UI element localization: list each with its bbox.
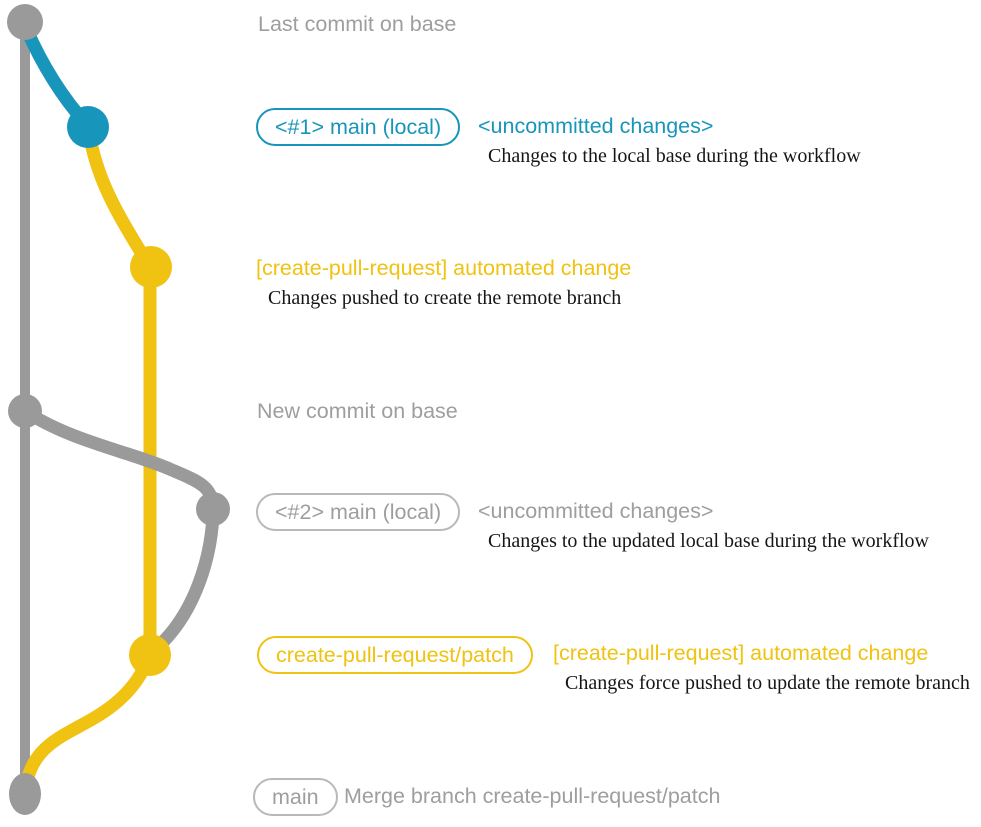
patch-branch-edge	[19, 120, 157, 795]
commit-node-uncommitted-2	[196, 492, 230, 526]
merge-commit-message: Merge branch create-pull-request/patch	[344, 784, 721, 808]
last-commit-title: Last commit on base	[258, 12, 457, 36]
commit-note-3: Changes to the updated local base during…	[488, 530, 929, 552]
branch-label-patch: create-pull-request/patch	[257, 636, 533, 674]
branch-label-main-local-2: <#2> main (local)	[256, 493, 461, 531]
automated-change-title-1: [create-pull-request] automated change	[256, 256, 632, 280]
branch-label-main-local-1: <#1> main (local)	[256, 108, 461, 146]
uncommitted-changes-label-2: <uncommitted changes>	[478, 499, 714, 523]
uncommitted-changes-label-1: <uncommitted changes>	[478, 114, 714, 138]
commit-node-automated-1	[130, 246, 172, 288]
commit-note-2: Changes pushed to create the remote bran…	[268, 287, 622, 309]
commit-note-4: Changes force pushed to update the remot…	[565, 672, 970, 694]
automated-change-title-2: [create-pull-request] automated change	[553, 641, 929, 665]
commit-node-automated-2	[129, 634, 171, 676]
new-commit-title: New commit on base	[257, 399, 458, 423]
commit-node-merge	[9, 773, 41, 815]
commit-note-1: Changes to the local base during the wor…	[488, 145, 861, 167]
branch-label-main: main	[253, 778, 338, 816]
commit-node-base-tip	[7, 4, 43, 40]
local-changes-edge-2	[18, 404, 220, 659]
commit-node-uncommitted-1	[67, 106, 109, 148]
commit-node-base-new	[8, 394, 42, 428]
